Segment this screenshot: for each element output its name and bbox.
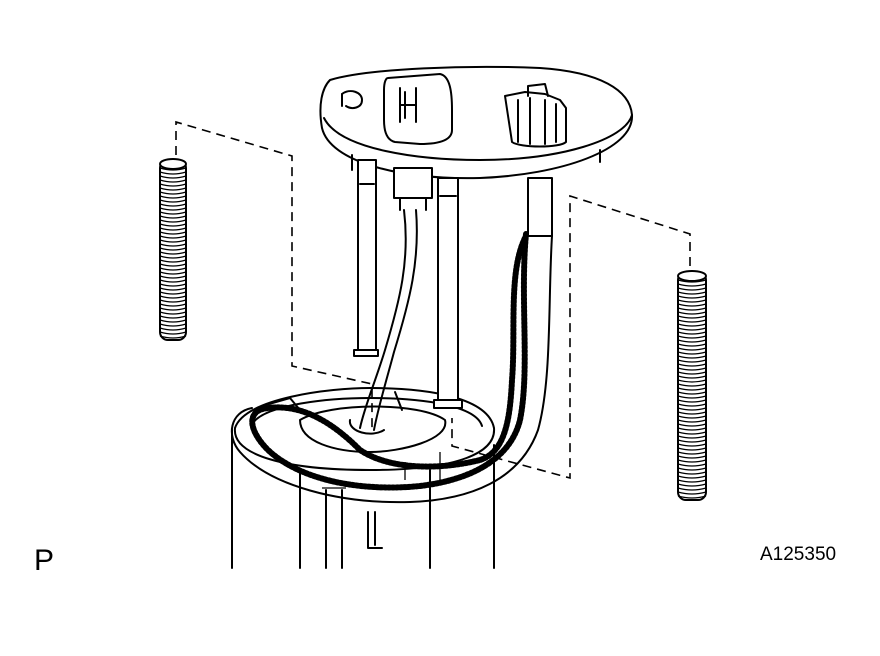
guide-rods: [353, 159, 463, 409]
pump-top-flange: [319, 65, 634, 180]
spring-right: [677, 270, 707, 501]
figure-id: A125350: [760, 544, 837, 565]
corner-letter: P: [34, 544, 55, 577]
spring-left: [159, 158, 187, 341]
installation-dashed-lines: [175, 120, 691, 480]
corrugated-fuel-hose: [231, 177, 553, 504]
wire-harness: [348, 209, 418, 435]
